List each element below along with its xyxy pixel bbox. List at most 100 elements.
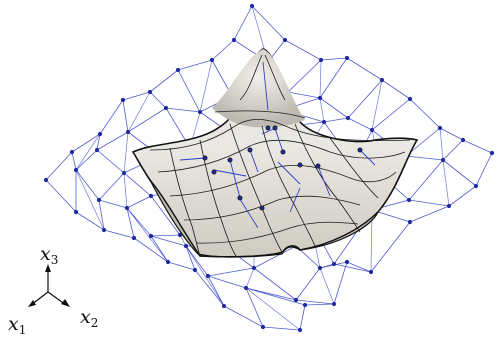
control-net-edge: [177, 59, 213, 71]
control-point: [437, 125, 443, 131]
control-net-edge: [245, 287, 264, 328]
control-point: [440, 157, 446, 163]
control-point: [69, 149, 75, 155]
control-net-edge-over: [262, 61, 269, 111]
control-point: [297, 327, 303, 333]
control-point: [251, 265, 257, 271]
control-net-edge: [98, 199, 128, 209]
control-net-edge: [45, 179, 77, 213]
control-net-edge: [346, 261, 372, 273]
control-net-edge: [347, 117, 373, 131]
control-net-edge: [194, 269, 225, 307]
control-net-edge: [71, 151, 77, 171]
control-net-edge: [371, 98, 411, 131]
bspline-surface: [131, 48, 419, 258]
control-net-edge: [150, 235, 187, 247]
control-net-edge: [442, 159, 477, 187]
control-point: [317, 95, 323, 101]
control-net-edge: [185, 245, 209, 277]
control-point: [120, 97, 126, 103]
control-net-edge: [381, 79, 411, 100]
control-net-edge: [207, 275, 247, 289]
surface-isoline: [183, 195, 361, 221]
control-net-edge: [409, 205, 450, 223]
control-point: [297, 162, 303, 168]
control-point: [177, 232, 183, 238]
control-point: [73, 167, 79, 173]
control-net-edge: [75, 169, 105, 231]
control-net-edge-over: [249, 149, 259, 173]
control-net-edge: [75, 149, 98, 171]
control-net-edge: [462, 139, 493, 154]
control-net-edge: [439, 127, 444, 161]
control-net-edge: [185, 245, 196, 271]
control-net-edge: [408, 159, 444, 201]
control-point: [407, 219, 413, 225]
control-point: [227, 157, 233, 163]
control-net-edge: [122, 91, 151, 101]
control-net-edge: [333, 263, 372, 273]
control-point: [331, 261, 337, 267]
control-point: [489, 150, 495, 156]
control-net-edge: [448, 185, 477, 207]
control-point: [321, 119, 327, 125]
control-point: [446, 203, 452, 209]
control-point: [344, 259, 350, 265]
control-net-edge: [371, 79, 383, 131]
control-net-edge: [149, 91, 167, 109]
control-point: [369, 127, 375, 133]
control-point: [124, 205, 130, 211]
control-net-edge: [133, 237, 169, 263]
control-net-edge: [251, 5, 286, 41]
control-net-edge: [96, 131, 129, 151]
control-net-edge: [96, 133, 101, 151]
control-point: [231, 37, 237, 43]
control-point: [121, 170, 127, 176]
control-net-edge: [98, 172, 125, 201]
control-net-edge: [442, 139, 464, 161]
surface-peak: [212, 49, 305, 128]
control-net-edge: [185, 245, 225, 307]
control-net-edge: [122, 99, 129, 133]
control-point: [197, 109, 203, 115]
control-point: [317, 265, 323, 271]
control-point: [165, 259, 171, 265]
control-net-edge: [409, 98, 441, 129]
control-net-edge: [347, 79, 383, 119]
control-net-edge: [123, 172, 128, 209]
surface-grid: [149, 54, 411, 257]
control-net-edge: [71, 133, 101, 153]
control-net-edge: [96, 149, 125, 174]
control-net-edge-over: [289, 187, 301, 213]
control-point: [243, 285, 249, 291]
control-point: [368, 269, 374, 275]
control-net-edge: [475, 152, 493, 187]
surface-isoline: [157, 139, 406, 173]
control-point: [211, 169, 217, 175]
axis-x1-arrowhead: [28, 300, 36, 307]
control-point: [282, 37, 288, 43]
surface-isoline: [169, 165, 397, 197]
control-net-edge: [287, 59, 322, 93]
control-point: [97, 131, 103, 137]
control-net-edge: [439, 127, 464, 141]
control-net-edge: [207, 267, 255, 277]
control-net-edge-over: [179, 157, 206, 161]
control-point: [473, 183, 479, 189]
control-point: [221, 303, 227, 309]
control-point: [43, 177, 49, 183]
control-point: [259, 205, 265, 211]
control-net-edge: [126, 207, 169, 263]
control-point: [379, 77, 385, 83]
control-net-edge: [199, 111, 224, 129]
control-point: [147, 89, 153, 95]
control-point: [345, 115, 351, 121]
control-net-edge: [320, 57, 348, 61]
axis-label-x1: x1: [8, 313, 26, 337]
control-net-edge: [319, 267, 335, 305]
control-net-edge: [126, 207, 135, 239]
control-net-edge: [150, 234, 181, 237]
control-net-edge-over: [277, 161, 301, 185]
control-net-edge: [333, 261, 348, 305]
